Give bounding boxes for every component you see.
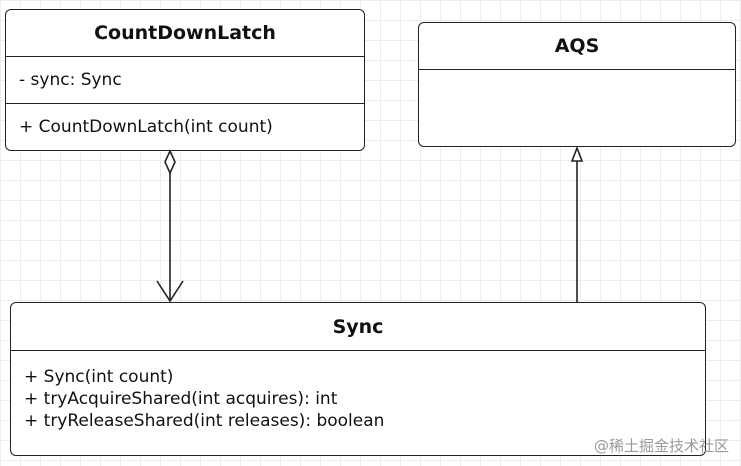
generalization-edge[interactable] (570, 145, 584, 302)
class-countdownlatch[interactable]: CountDownLatch - sync: Sync + CountDownL… (5, 9, 365, 151)
open-arrowhead-icon (156, 280, 184, 303)
operations-sync: + Sync(int count) + tryAcquireShared(int… (11, 351, 705, 432)
watermark: @稀土掘金技术社区 (593, 437, 729, 455)
aggregation-diamond-icon (164, 149, 176, 175)
attribute-sync: - sync: Sync (19, 70, 122, 90)
operation-try-release-shared: + tryReleaseShared(int releases): boolea… (24, 411, 385, 431)
operation-sync-constructor: + Sync(int count) (24, 367, 174, 387)
operations-countdownlatch: + CountDownLatch(int count) (6, 104, 364, 150)
class-sync[interactable]: Sync + Sync(int count) + tryAcquireShare… (10, 302, 706, 456)
attributes-countdownlatch: - sync: Sync (6, 57, 364, 104)
class-name-countdownlatch: CountDownLatch (6, 10, 364, 57)
operation-constructor: + CountDownLatch(int count) (19, 117, 273, 137)
class-name-sync: Sync (11, 303, 705, 351)
aggregation-edge[interactable] (156, 149, 184, 303)
class-name-aqs: AQS (419, 23, 735, 70)
hollow-triangle-icon (570, 145, 584, 162)
operation-try-acquire-shared: + tryAcquireShared(int acquires): int (24, 389, 338, 409)
class-aqs[interactable]: AQS (418, 22, 736, 147)
